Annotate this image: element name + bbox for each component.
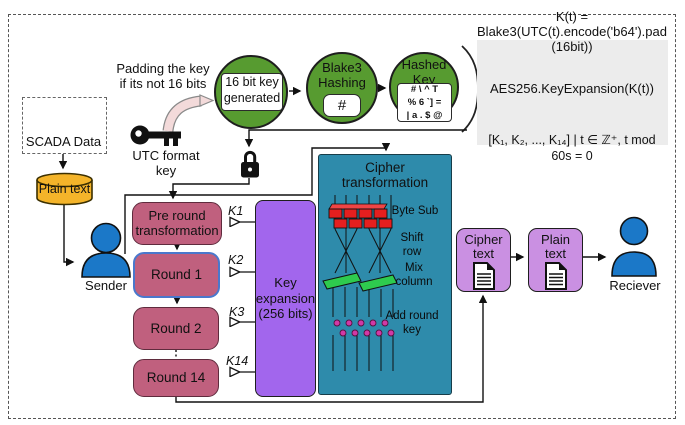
pre-round-line2: transformation — [135, 222, 219, 238]
plaintext-cylinder-shape — [36, 172, 93, 206]
scada-label: SCADA Data — [25, 134, 102, 149]
add-round-key-line2: key — [403, 323, 421, 336]
cipher-text-line2: text — [473, 246, 494, 262]
mix-column-line2: column — [395, 275, 433, 288]
mix-column-bars — [322, 272, 398, 292]
wire-plaintext-to-sender — [63, 204, 75, 267]
utc-key-line2: key — [155, 162, 177, 178]
key-expansion-box: Key expansion (256 bits) — [255, 200, 316, 397]
receiver-person-icon — [611, 216, 657, 277]
padding-note: Padding the key if its not 16 bits — [106, 61, 220, 91]
hashed-key-label: Hashed Key — [392, 57, 456, 87]
wire-sender-to-cipher-transformation — [124, 143, 391, 254]
shift-row-label: Shift row — [388, 232, 436, 260]
key-schedule-background — [477, 40, 668, 145]
key-icon — [130, 125, 181, 146]
add-round-key-label: Add round key — [380, 310, 444, 338]
key-schedule-l1: K(t) = — [555, 9, 589, 24]
plaintext-db-label: Plain text — [38, 182, 91, 196]
cipher-title-line1: Cipher — [365, 160, 405, 175]
document-icon — [545, 262, 567, 290]
hash-glyph-box: # — [323, 94, 361, 117]
cipher-transformation-box: Cipher transformation — [318, 154, 452, 395]
padding-note-line2: if its not 16 bits — [119, 75, 207, 91]
cipher-text-box: Cipher text — [456, 228, 511, 292]
key-schedule-l4: AES256.KeyExpansion(K(t)) — [489, 81, 655, 96]
round1-box: Round 1 — [133, 252, 220, 298]
diagram-border — [8, 14, 676, 419]
k3-label: K3 — [229, 305, 245, 319]
scada-data-box — [22, 97, 107, 154]
cipher-transformation-title: Cipher transformation — [319, 160, 451, 190]
shift-row-line1: Shift — [400, 232, 424, 244]
padding-note-line1: Padding the key — [116, 61, 210, 76]
key-generated-box: 16 bit key generated — [221, 73, 283, 111]
document-icon — [473, 262, 495, 290]
hashed-sample-line3: | a . $ @ — [406, 109, 443, 121]
k1-label: K1 — [228, 204, 244, 218]
cipher-text-line1: Cipher — [464, 232, 503, 247]
key-expansion-line3: (256 bits) — [258, 306, 313, 322]
k14-label: K14 — [226, 354, 249, 368]
padding-curved-arrow — [162, 94, 215, 132]
add-round-key-dots — [333, 319, 395, 337]
lock-icon — [241, 150, 259, 178]
hashed-key-line1: Hashed — [401, 57, 447, 72]
plain-text-line1: Plain — [541, 232, 570, 247]
plain-text-box: Plain text — [528, 228, 583, 292]
sender-person-icon — [81, 222, 131, 278]
hashed-sample-box: # \ ^ T % 6 `] = | a . $ @ — [397, 83, 452, 122]
round14-box: Round 14 — [133, 359, 219, 397]
utc-key-label: UTC format key — [128, 148, 204, 178]
receiver-label: Reciever — [609, 278, 661, 293]
sender-label: Sender — [85, 278, 127, 293]
wire-lock-to-preround — [168, 178, 250, 200]
utc-key-line1: UTC format — [132, 148, 200, 163]
wire-hashedkey-to-lock — [244, 129, 467, 148]
plain-text-line2: text — [545, 246, 566, 262]
hashed-sample-line2: % 6 `] = — [407, 96, 442, 108]
pre-round-box: Pre round transformation — [132, 202, 222, 245]
byte-sub-label: Byte Sub — [391, 205, 439, 217]
mix-column-line1: Mix — [405, 262, 423, 274]
cipher-title-line2: transformation — [341, 175, 429, 191]
round2-box: Round 2 — [133, 307, 219, 350]
key-schedule-l3: (16bit)) — [551, 39, 593, 54]
key-generated-line2: generated — [223, 91, 281, 106]
wire-round14-to-ciphertext — [175, 294, 488, 403]
mix-column-label: Mix column — [388, 262, 440, 290]
shift-row-line2: row — [402, 245, 422, 258]
key-generated-line1: 16 bit key — [225, 75, 279, 89]
key-schedule-l6: 60s = 0 — [551, 149, 593, 163]
key-schedule-l2: Blake3(UTC(t).encode('b64').pad — [477, 24, 667, 39]
blake3-label: Blake3 Hashing — [310, 60, 374, 90]
pre-round-line1: Pre round — [148, 207, 206, 223]
blake3-line2: Hashing — [318, 74, 366, 90]
blake3-line1: Blake3 — [322, 60, 362, 75]
add-round-key-line1: Add round — [385, 310, 439, 322]
byte-sub-cubes — [328, 203, 393, 229]
key-expansion-line1: Key — [274, 275, 297, 291]
hashed-key-line2: Key — [412, 71, 436, 87]
aes-steps-graphic — [322, 195, 398, 371]
k2-label: K2 — [228, 253, 244, 267]
hashed-sample-line1: # \ ^ T — [410, 84, 439, 95]
key-expansion-line2: expansion — [255, 290, 316, 306]
key-schedule-l5: [K₁, K₂, ..., K₁₄] | t ∈ ℤ⁺, t mod — [488, 133, 656, 147]
